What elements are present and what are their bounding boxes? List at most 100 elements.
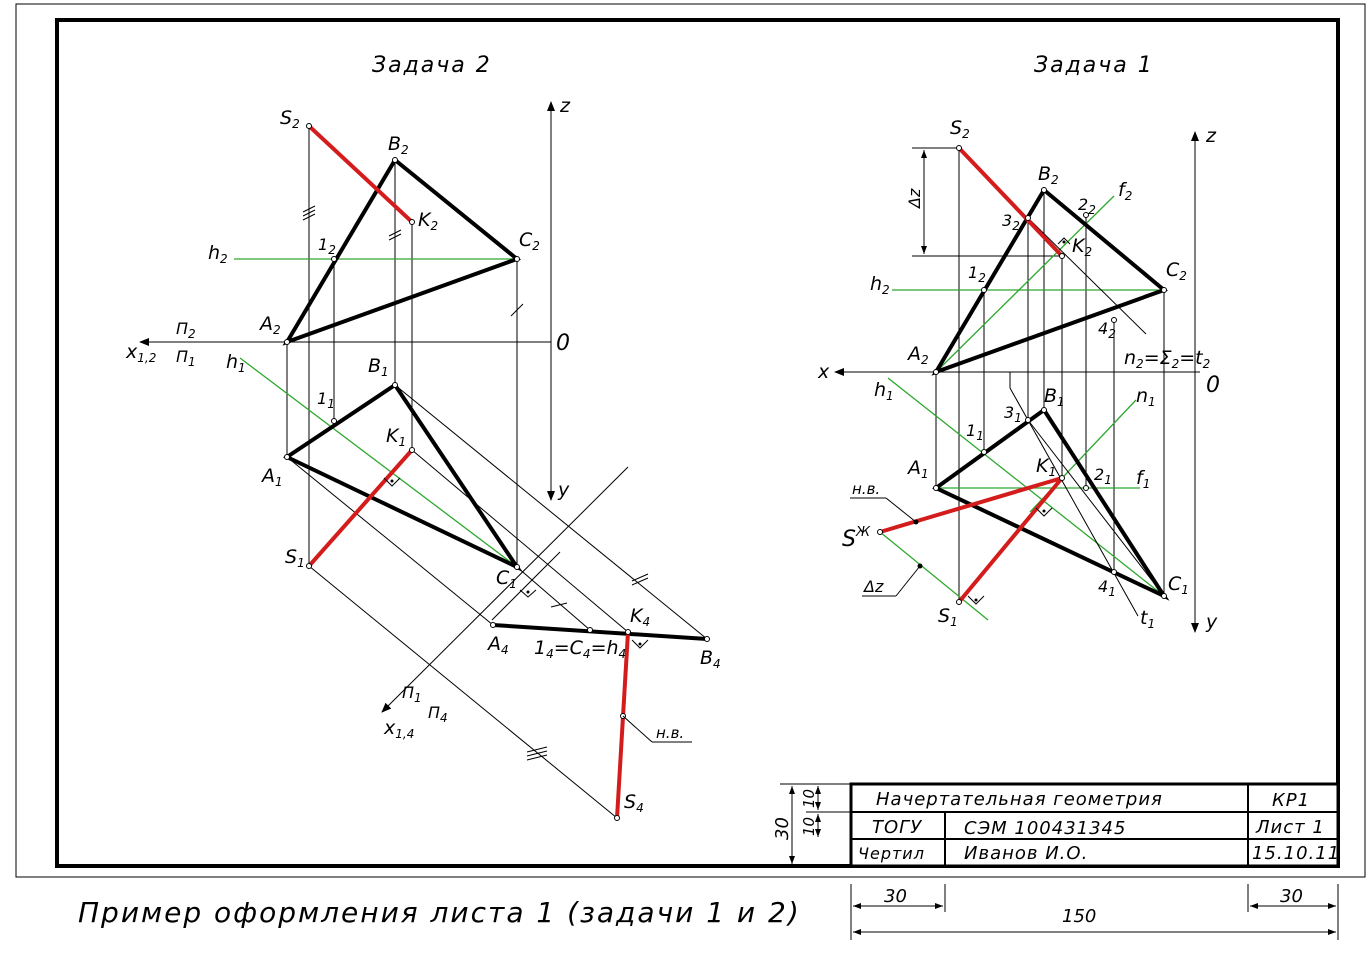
svg-text:h2: h2 <box>870 273 890 297</box>
svg-text:A2: A2 <box>258 313 281 337</box>
caption: Пример оформления листа 1 (задачи 1 и 2) <box>78 896 801 929</box>
svg-text:B1: B1 <box>368 355 389 379</box>
task2-A4: A <box>486 633 501 655</box>
svg-text:C1: C1 <box>1168 573 1189 597</box>
dim-30-left: 30 <box>884 886 907 907</box>
task1-axis-y: y <box>1205 611 1218 633</box>
task1-title: Задача 1 <box>1034 53 1154 78</box>
task2-B4: B <box>700 647 713 669</box>
task2-pi4: П <box>428 703 440 722</box>
task1-h1: h <box>874 379 886 401</box>
svg-text:П1: П1 <box>176 347 196 369</box>
task2-nv-label: н.в. <box>656 724 684 742</box>
svg-text:12: 12 <box>968 263 986 285</box>
outer-frame <box>15 3 1366 878</box>
task2-1-1: 1 <box>317 389 327 408</box>
task1-A1: A <box>906 457 921 479</box>
task1-4-2: 4 <box>1098 319 1108 338</box>
svg-text:11: 11 <box>317 389 335 411</box>
task2-pi1-lower: П <box>402 683 414 702</box>
svg-text:h1: h1 <box>874 379 894 403</box>
svg-text:K4: K4 <box>630 605 650 629</box>
title-sheet: Лист 1 <box>1255 817 1325 838</box>
svg-text:C2: C2 <box>1166 259 1187 283</box>
task1-S-star: S <box>842 527 856 552</box>
svg-text:S1: S1 <box>285 546 305 570</box>
task2-axis-x12: x <box>125 341 138 363</box>
task2-A2: A <box>258 313 273 335</box>
task2-h2: h <box>208 242 220 264</box>
task2-pi2: П <box>176 319 188 338</box>
title-subject: Начертательная геометрия <box>876 789 1163 810</box>
svg-text:31: 31 <box>1004 403 1022 425</box>
task2-C2: C <box>519 229 533 251</box>
svg-text:C1: C1 <box>496 567 517 591</box>
svg-text:11: 11 <box>966 421 984 443</box>
task2-C1: C <box>496 567 510 589</box>
svg-text:t1: t1 <box>1140 607 1155 631</box>
svg-text:12: 12 <box>318 235 336 257</box>
task2-axis-y: y <box>557 479 570 501</box>
task1-h2: h <box>870 273 882 295</box>
title-author: Иванов И.О. <box>964 843 1088 864</box>
task1-axis-x: x <box>817 361 830 383</box>
title-org: ТОГУ <box>872 817 922 838</box>
task1-n2-sigma-t2: n <box>1124 347 1136 369</box>
task1-origin: 0 <box>1206 373 1220 398</box>
svg-text:П1: П1 <box>402 683 422 705</box>
svg-text:f2: f2 <box>1118 179 1132 203</box>
svg-text:42: 42 <box>1098 319 1116 341</box>
svg-text:21: 21 <box>1094 465 1112 487</box>
svg-text:K2: K2 <box>1072 235 1092 259</box>
title-code: КР1 <box>1272 790 1310 811</box>
svg-text:B2: B2 <box>388 133 409 157</box>
task2-origin: 0 <box>556 331 570 356</box>
task2-K4: K <box>630 605 644 627</box>
svg-text:B4: B4 <box>700 647 721 671</box>
task1-K1: K <box>1036 455 1050 477</box>
svg-text:A2: A2 <box>906 343 929 367</box>
svg-text:C2: C2 <box>519 229 540 253</box>
svg-text:f1: f1 <box>1136 467 1150 491</box>
dim-150: 150 <box>1062 906 1096 927</box>
task1-f1: f <box>1136 467 1146 489</box>
svg-text:x1,2: x1,2 <box>125 341 156 365</box>
bottom-dimensions: 30 150 30 <box>850 884 1339 940</box>
svg-text:n2=Σ2=t2: n2=Σ2=t2 <box>1124 347 1210 371</box>
task2-S1: S <box>285 546 297 568</box>
task2-S4: S <box>624 791 636 813</box>
task1-n1: n <box>1136 385 1148 407</box>
task1-A2: A <box>906 343 921 365</box>
task1-axis-z: z <box>1205 125 1217 147</box>
task1-2-2: 2 <box>1078 195 1088 214</box>
svg-text:SЖ: SЖ <box>842 525 871 552</box>
svg-text:S2: S2 <box>280 107 300 131</box>
task1-C2: C <box>1166 259 1180 281</box>
task2-B2: B <box>388 133 401 155</box>
svg-text:h2: h2 <box>208 242 228 266</box>
task2-pi1: П <box>176 347 188 366</box>
task1-dz: Δz <box>905 188 924 210</box>
svg-text:A4: A4 <box>486 633 509 657</box>
svg-text:n1: n1 <box>1136 385 1156 409</box>
task1-drawing: Задача 1 <box>817 53 1220 633</box>
task1-t1: t <box>1140 607 1149 629</box>
svg-text:K1: K1 <box>1036 455 1056 479</box>
task1-dz-lower: Δz <box>862 577 884 596</box>
task1-f2: f <box>1118 179 1128 201</box>
inner-frame <box>55 18 1340 868</box>
task1-4-1: 4 <box>1098 577 1108 596</box>
task1-K2: K <box>1072 235 1086 257</box>
task1-C1: C <box>1168 573 1182 595</box>
task2-title: Задача 2 <box>372 53 492 78</box>
task2-A1: A <box>260 465 275 487</box>
task2-axis-z: z <box>559 95 571 117</box>
svg-text:K1: K1 <box>386 425 406 449</box>
svg-text:22: 22 <box>1078 195 1096 217</box>
task1-S1: S <box>938 605 950 627</box>
title-group: СЭМ 100431345 <box>964 818 1126 839</box>
svg-text:B2: B2 <box>1038 163 1059 187</box>
task2-S2: S <box>280 107 292 129</box>
title-block: Начертательная геометрия КР1 ТОГУ СЭМ 10… <box>772 782 1340 868</box>
